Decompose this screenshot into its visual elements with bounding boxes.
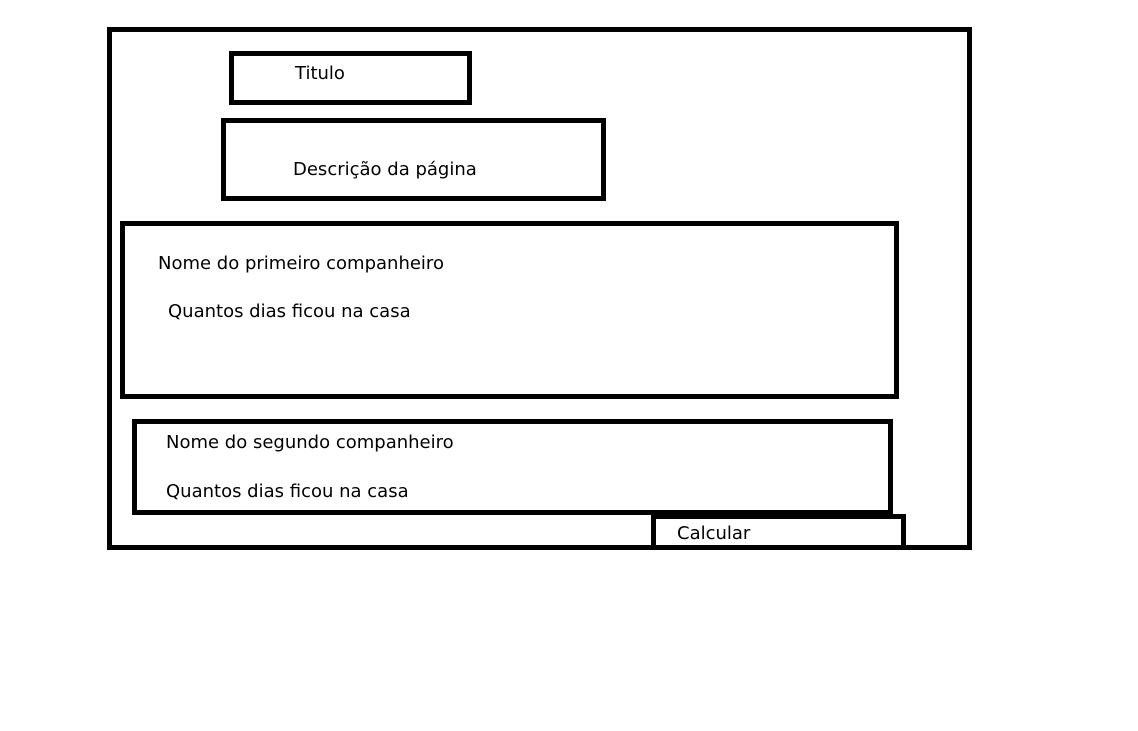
description-box: Descrição da página — [221, 118, 606, 201]
second-companion-days-label: Quantos dias ficou na casa — [166, 481, 409, 502]
first-companion-days-label: Quantos dias ficou na casa — [168, 301, 411, 322]
page-description: Descrição da página — [293, 159, 477, 180]
title-box: Titulo — [229, 51, 472, 105]
calculate-button[interactable]: Calcular — [651, 514, 906, 550]
first-companion-name-label: Nome do primeiro companheiro — [158, 253, 444, 274]
second-companion-section: Nome do segundo companheiro Quantos dias… — [132, 419, 893, 515]
calculate-button-label: Calcular — [677, 523, 751, 544]
page-title: Titulo — [295, 63, 345, 84]
second-companion-name-label: Nome do segundo companheiro — [166, 432, 454, 453]
first-companion-section: Nome do primeiro companheiro Quantos dia… — [120, 221, 899, 399]
